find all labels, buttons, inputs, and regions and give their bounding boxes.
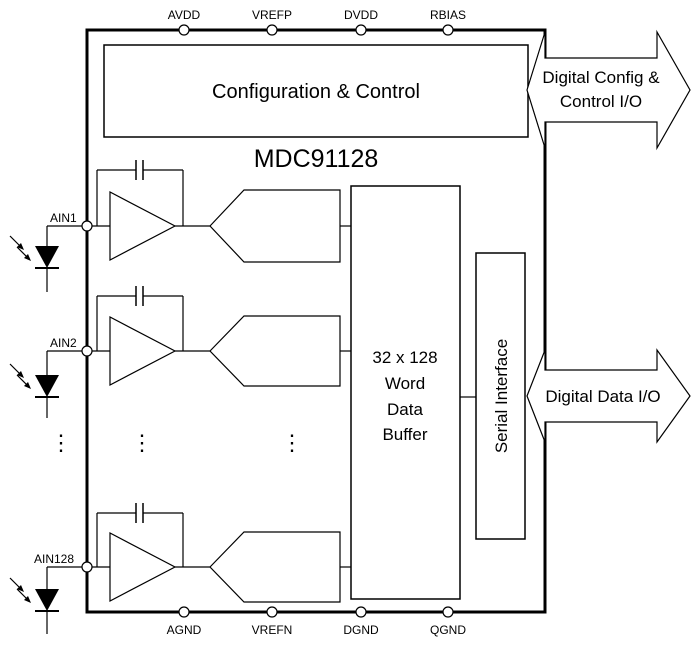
buffer-line-2: Word [385,374,425,393]
amplifier-icon [109,532,177,602]
pin-label-vrefn: VREFN [252,623,293,637]
top-pins: AVDD VREFP DVDD RBIAS [168,8,466,36]
pin-dvdd-icon [355,24,367,36]
pin-avdd-icon [178,24,190,36]
pin-ain1-icon [81,220,93,232]
pin-qgnd-icon [442,606,454,618]
channel-ain2: AIN2 [9,286,351,418]
ellipsis-inputs: ⋮ [50,430,72,455]
data-io-arrow-icon [526,348,691,444]
pin-label-rbias: RBIAS [430,8,466,22]
chip-outline [85,28,547,614]
chip-name: MDC91128 [254,145,379,173]
pin-vrefn-icon [266,606,278,618]
amplifier-icon [109,316,177,386]
config-io-arrow-icon [526,29,691,151]
pin-label-avdd: AVDD [168,8,201,22]
pin-dgnd-icon [355,606,367,618]
pin-label-ain2: AIN2 [50,336,77,350]
pin-label-qgnd: QGND [430,623,466,637]
pin-ain128-icon [81,561,93,573]
ellipsis-adcs: ⋮ [281,430,303,455]
photodiode-icon [35,246,59,268]
pin-label-agnd: AGND [167,623,202,637]
pin-rbias-icon [442,24,454,36]
pin-label-ain128: AIN128 [34,552,74,566]
photodiode-icon [35,589,59,611]
channel-ain128: AIN128 [9,503,351,634]
buffer-line-4: Buffer [382,425,427,444]
data-buffer-block [350,185,461,600]
ellipsis-amplifiers: ⋮ [131,430,153,455]
serial-interface-block [475,252,526,540]
config-control-label: Configuration & Control [212,81,420,103]
pin-label-dgnd: DGND [343,623,379,637]
pin-label-ain1: AIN1 [50,211,77,225]
bottom-pins: AGND VREFN DGND QGND [167,606,466,637]
channel-ain1: AIN1 [9,160,351,292]
data-io-label: Digital Data I/O [545,387,660,406]
pin-label-vrefp: VREFP [252,8,292,22]
config-io-label-line2: Control I/O [560,92,642,111]
pin-label-dvdd: DVDD [344,8,378,22]
amplifier-icon [109,191,177,261]
buffer-line-3: Data [387,400,423,419]
adc-icon [209,189,341,263]
photodiode-icon [35,375,59,397]
adc-icon [209,531,341,603]
pin-vrefp-icon [266,24,278,36]
buffer-line-1: 32 x 128 [372,348,437,367]
pin-ain2-icon [81,345,93,357]
pin-agnd-icon [178,606,190,618]
serial-interface-label: Serial Interface [492,339,511,453]
config-io-label-line1: Digital Config & [542,68,660,87]
adc-icon [209,315,341,387]
